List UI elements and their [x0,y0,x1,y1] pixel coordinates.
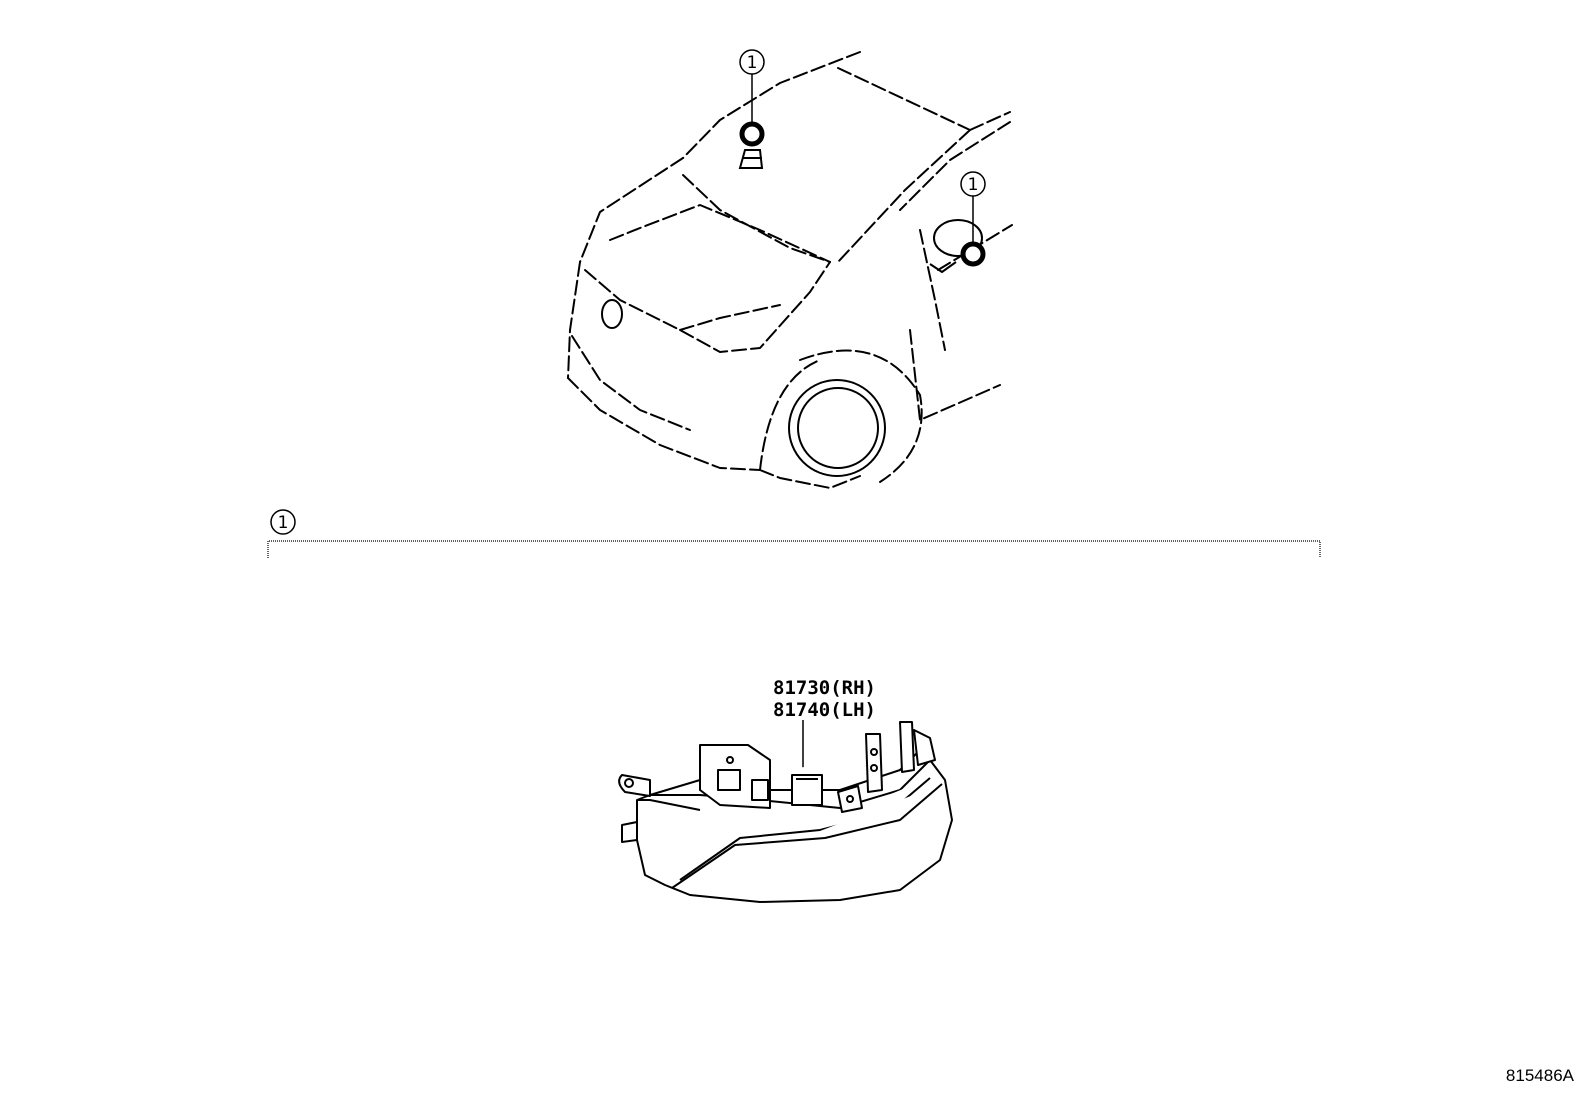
callout-number: 1 [747,53,758,73]
part-label: 81730(RH) 81740(LH) [773,677,876,772]
car-details [601,149,983,477]
callout-windshield: 1 [739,49,765,147]
car-illustration [567,51,1013,489]
callout-number: 1 [278,513,289,533]
callout-number: 1 [968,175,979,195]
side-turn-signal-lamp [618,721,953,903]
part-number-lh: 81740(LH) [773,699,876,721]
part-number-rh: 81730(RH) [773,677,876,699]
group-bracket: 1 [267,509,1321,558]
callout-mirror: 1 [960,171,986,267]
illustration-code: 815486A [1506,1066,1575,1085]
